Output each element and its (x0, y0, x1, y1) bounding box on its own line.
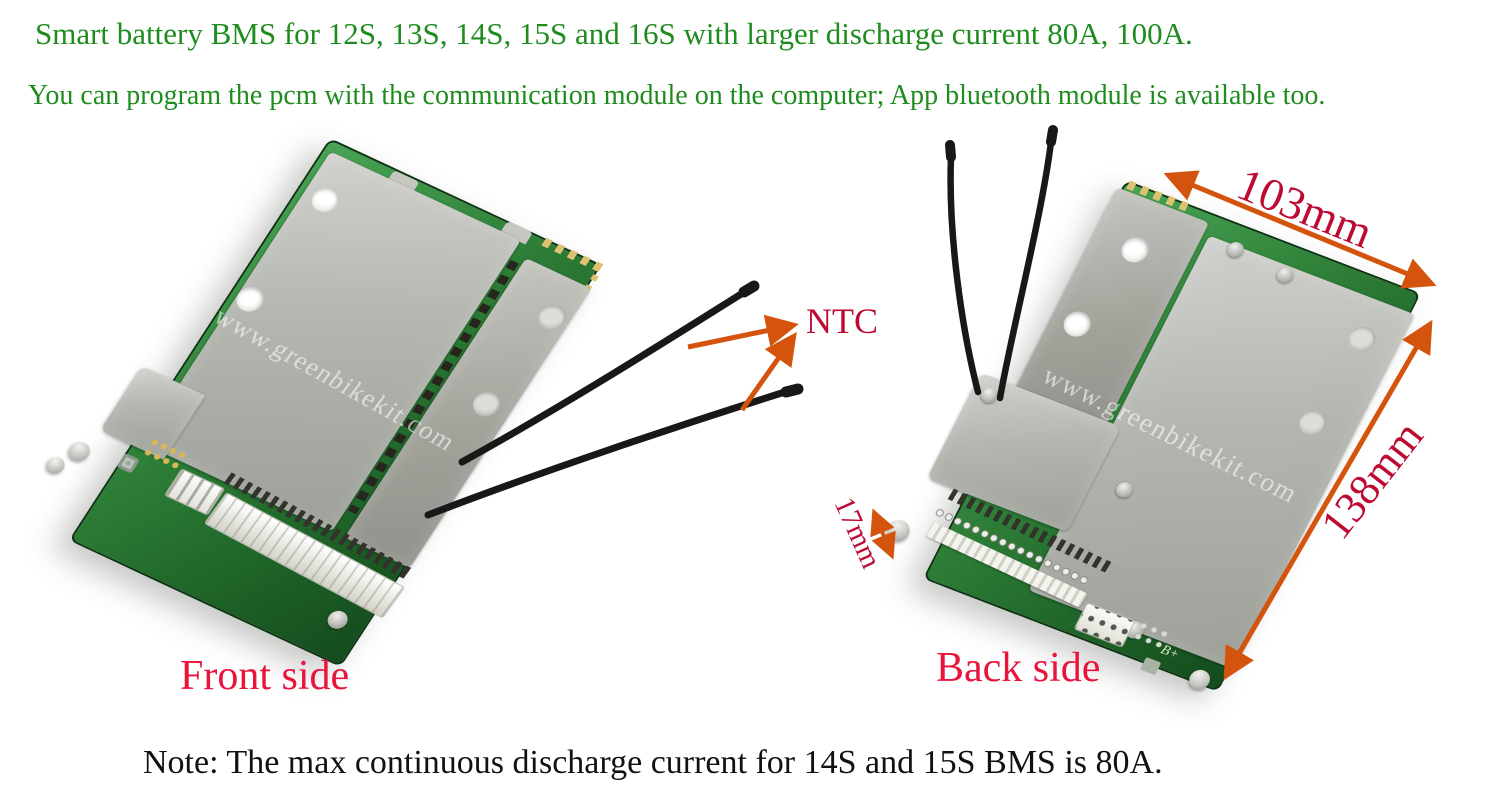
ntc-label: NTC (806, 301, 878, 341)
ntc-wire-tip (780, 383, 804, 398)
corner-standoff (882, 516, 914, 545)
corner-standoff (43, 454, 68, 476)
headline: Smart battery BMS for 12S, 13S, 14S, 15S… (35, 16, 1193, 51)
ntc-wire-tip (1046, 125, 1058, 147)
front-side-caption: Front side (180, 653, 350, 699)
footer-note: Note: The max continuous discharge curre… (143, 744, 1163, 781)
front-board-photo: www.greenbikekit.com (43, 138, 605, 668)
back-board-photo: B+ www.greenbikekit.com (882, 180, 1422, 693)
ntc-wire (947, 153, 982, 396)
ntc-arrow (739, 332, 797, 412)
ntc-arrow (687, 314, 799, 350)
ntc-wire-tip (945, 140, 956, 162)
back-side-caption: Back side (936, 645, 1101, 691)
thickness-dimension-label: 17mm (827, 492, 888, 574)
ntc-wire-tip (738, 280, 760, 298)
subheadline: You can program the pcm with the communi… (28, 80, 1326, 111)
corner-standoff (64, 438, 94, 465)
